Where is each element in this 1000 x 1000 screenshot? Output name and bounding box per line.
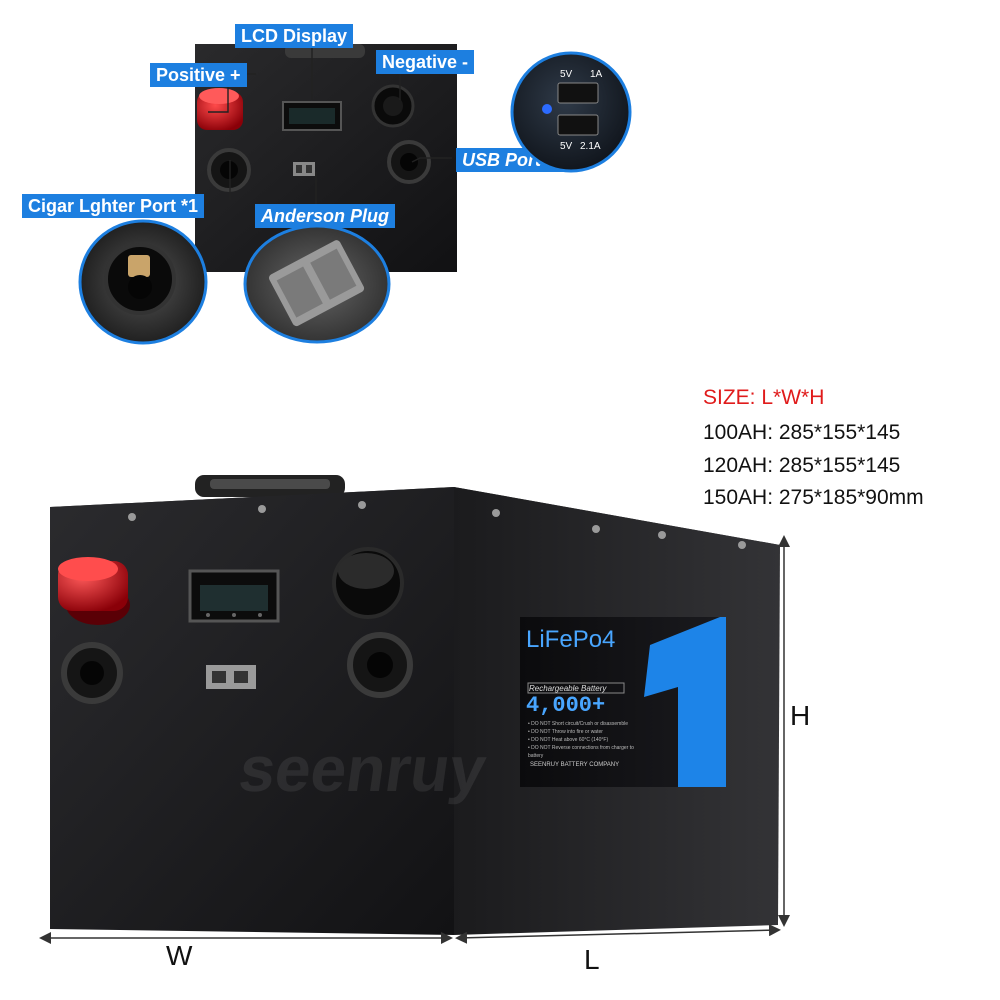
height-label: H	[790, 700, 811, 731]
size-heading: SIZE: L*W*H	[703, 386, 825, 409]
label-warning: • DO NOT Short circuit/Crush or disassem…	[528, 721, 629, 727]
cigar-port-callout: Cigar Lghter Port *1	[22, 194, 205, 218]
anderson-plug-callout: Anderson Plug	[255, 204, 396, 228]
width-label: W	[166, 940, 193, 971]
label-warning: • DO NOT Reverse connections from charge…	[528, 745, 634, 759]
label-warning: • DO NOT Heat above 60°C (140°F)	[528, 737, 609, 743]
negative-terminal	[332, 547, 404, 619]
usb-bottom-current: 2.1A	[580, 141, 601, 152]
usb-top-current: 1A	[590, 69, 603, 80]
label-warnings: • DO NOT Short circuit/Crush or disassem…	[528, 720, 638, 760]
anderson-plug-closeup	[243, 224, 391, 344]
positive-terminal-photo	[197, 88, 243, 130]
spec-row-150ah: 150AH: 275*185*90mm	[703, 486, 924, 509]
cigar-port-closeup	[78, 219, 208, 345]
length-label: L	[584, 944, 600, 975]
negative-terminal-photo	[371, 84, 415, 128]
cigar-lighter-port	[61, 642, 123, 704]
spec-row-120ah: 120AH: 285*155*145	[703, 454, 901, 477]
positive-terminal	[58, 557, 130, 625]
label-company: SEENRUY BATTERY COMPANY	[530, 762, 620, 768]
label-cycles: 4,000+	[526, 693, 606, 718]
anderson-plug	[206, 665, 256, 689]
battery-photo	[50, 475, 780, 935]
label-warning: • DO NOT Throw into fire or water	[528, 729, 603, 735]
lcd-display-callout: LCD Display	[235, 24, 354, 48]
lcd-display-photo	[282, 101, 342, 131]
negative-callout: Negative -	[376, 50, 475, 74]
usb-port	[347, 632, 413, 698]
usb-port-closeup: 5V 1A 5V 2.1A	[510, 51, 632, 173]
spec-row-100ah: 100AH: 285*155*145	[703, 421, 901, 444]
label-title: LiFePo4	[526, 626, 616, 653]
battery-label	[520, 617, 726, 787]
label-subtitle: Rechargeable Battery	[529, 684, 607, 693]
usb-bottom-voltage: 5V	[560, 141, 573, 152]
usb-top-voltage: 5V	[560, 69, 573, 80]
positive-callout: Positive +	[150, 63, 247, 87]
lcd-display	[188, 569, 280, 623]
